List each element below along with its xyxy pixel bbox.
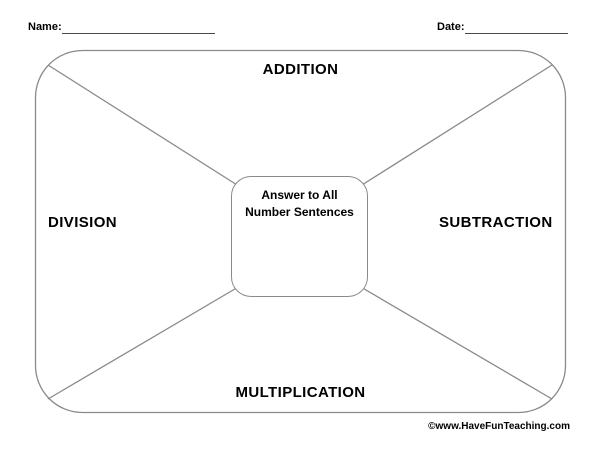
answer-box-title-line2: Number Sentences <box>245 205 354 220</box>
name-blank-line[interactable] <box>61 22 215 34</box>
region-label-addition: ADDITION <box>262 61 339 78</box>
name-label: Name: <box>28 21 62 33</box>
organizer-outer-frame <box>34 49 567 414</box>
date-blank-line[interactable] <box>464 22 568 34</box>
diagonal-divider-bottom-left <box>47 282 246 400</box>
region-label-multiplication: MULTIPLICATION <box>235 384 366 401</box>
answer-box[interactable]: Answer to All Number Sentences <box>231 176 368 297</box>
region-label-division: DIVISION <box>48 214 118 231</box>
date-label: Date: <box>437 21 465 33</box>
date-field: Date: <box>437 21 568 34</box>
answer-box-title: Answer to All Number Sentences <box>232 187 367 222</box>
diagonal-divider-top-right <box>353 64 553 191</box>
region-label-subtraction: SUBTRACTION <box>439 214 553 231</box>
diagonal-divider-top-left <box>47 64 246 191</box>
name-field: Name: <box>28 21 215 34</box>
answer-box-title-line1: Answer to All <box>261 188 338 202</box>
diagonal-divider-bottom-right <box>353 282 553 400</box>
copyright-credit: ©www.HaveFunTeaching.com <box>428 421 570 432</box>
